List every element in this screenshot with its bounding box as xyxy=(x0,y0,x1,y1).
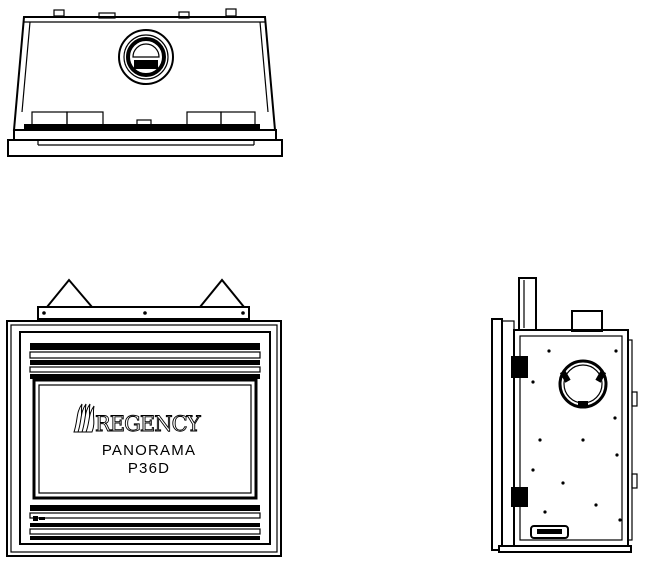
side-view-face-inner xyxy=(501,320,515,548)
front-view-louver-slat-dark xyxy=(30,523,260,527)
front-view-louver-slat-dark xyxy=(30,536,260,540)
front-view: REGENCY PANORAMA P36D xyxy=(6,278,282,557)
front-view-glass-panel xyxy=(32,378,258,500)
brand-name: REGENCY xyxy=(95,412,202,436)
side-view-bracket-lower xyxy=(511,487,528,507)
regency-flame-icon xyxy=(73,403,95,433)
side-view-screw-holes xyxy=(531,349,622,522)
front-view-screw xyxy=(143,311,147,315)
front-view-standoff-left xyxy=(46,278,93,308)
front-view-louver-slat-dark xyxy=(30,374,260,379)
front-view-louver-slat xyxy=(29,528,261,535)
side-view-bracket-upper xyxy=(511,356,528,378)
side-view-back-tab xyxy=(631,391,638,407)
top-view-tab-right-2 xyxy=(225,8,237,17)
top-view-inner-right-edge xyxy=(259,21,269,113)
front-view-louver-top xyxy=(30,343,260,350)
front-view-glass-inner xyxy=(38,384,252,494)
front-view-outer-frame xyxy=(6,320,282,557)
top-view xyxy=(7,8,283,157)
front-view-standoff-right xyxy=(199,278,245,308)
model-name: PANORAMA xyxy=(102,442,196,459)
top-view-tab-left xyxy=(53,9,65,17)
front-view-inner-frame xyxy=(19,331,271,545)
front-view-badge-icon xyxy=(33,516,45,521)
side-view xyxy=(491,277,638,553)
top-view-trim xyxy=(7,139,283,157)
front-view-screw xyxy=(241,311,245,315)
side-view-vent-pipe xyxy=(518,277,537,331)
front-view-screw xyxy=(42,311,46,315)
top-view-faceplate xyxy=(13,129,277,141)
side-view-handle-slot xyxy=(537,529,562,534)
side-view-body xyxy=(513,329,629,547)
side-view-vent-collar xyxy=(558,359,608,409)
front-view-louver-slat xyxy=(29,351,261,359)
side-view-base-plate xyxy=(498,545,632,553)
front-view-louver-slat xyxy=(29,512,261,519)
side-view-back-tab xyxy=(631,473,638,489)
front-view-louver-slat-dark xyxy=(30,360,260,365)
side-view-back-rail xyxy=(627,339,633,541)
front-view-louver-slat xyxy=(29,366,261,373)
side-view-body-inner xyxy=(519,335,623,541)
side-view-top-box xyxy=(571,310,603,332)
top-view-vent-collar xyxy=(118,29,174,85)
front-view-louver-bottom xyxy=(30,505,260,511)
side-view-face-plate xyxy=(491,318,503,551)
top-view-inner-left-edge xyxy=(21,21,31,113)
top-view-dark-strip xyxy=(24,124,260,129)
model-code: P36D xyxy=(128,460,170,477)
front-view-frame-inner-line xyxy=(10,324,278,553)
regency-logo: REGENCY xyxy=(73,403,203,436)
